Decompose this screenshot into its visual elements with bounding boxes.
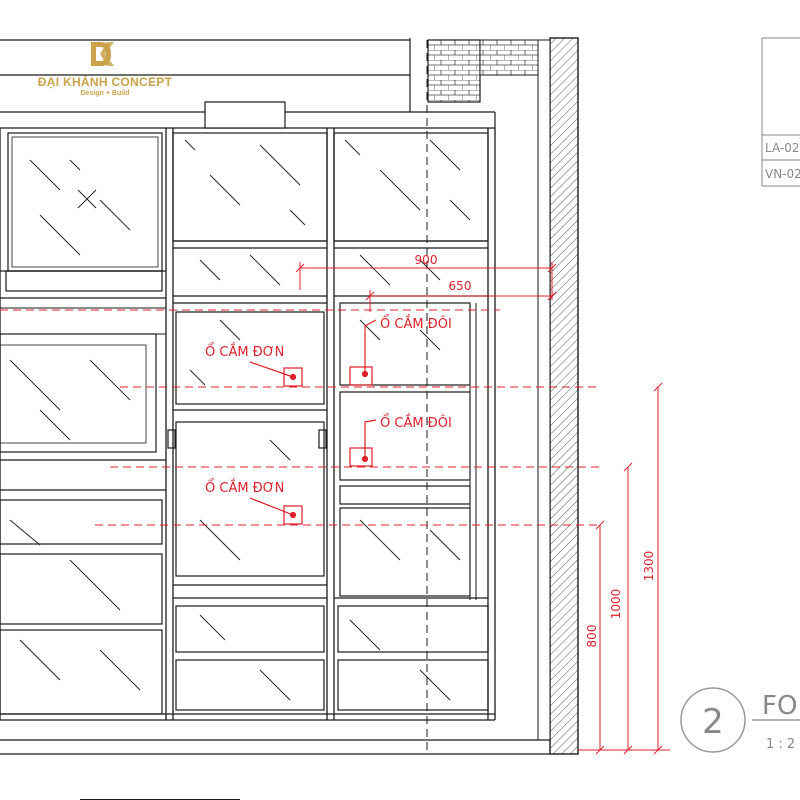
socket-double-label-2: Ổ CẮM ĐÔI bbox=[380, 414, 452, 431]
brand-name: ĐẠI KHÁNH CONCEPT bbox=[37, 75, 173, 89]
right-structure bbox=[427, 37, 579, 755]
dim-1300-label: 1300 bbox=[642, 551, 656, 582]
left-column bbox=[0, 132, 167, 715]
socket-single-label-2: Ổ CẮM ĐƠN bbox=[205, 479, 284, 496]
brand-logo: ĐẠI KHÁNH CONCEPT Design + Build bbox=[20, 40, 190, 97]
sheet-border bbox=[761, 37, 800, 187]
middle-column bbox=[167, 132, 328, 711]
sockets bbox=[249, 319, 377, 525]
dim-heights bbox=[578, 382, 670, 755]
view-title bbox=[680, 687, 800, 753]
view-title-text: FO bbox=[762, 691, 797, 721]
dim-650-label: 650 bbox=[449, 279, 472, 293]
plumb-guides bbox=[0, 40, 600, 754]
ceiling-light-box bbox=[204, 101, 286, 129]
socket-single-label-1: Ổ CẮM ĐƠN bbox=[205, 343, 284, 360]
title-block-row1: LA-02 bbox=[765, 141, 800, 155]
dim-900-label: 900 bbox=[415, 253, 438, 267]
view-scale: 1 : 2 bbox=[766, 737, 795, 752]
title-block-row2: VN-02 bbox=[765, 167, 800, 181]
dim-800-label: 800 bbox=[585, 625, 599, 648]
floor bbox=[0, 739, 550, 800]
dk-monogram-icon bbox=[91, 42, 114, 66]
brand-tagline: Design + Build bbox=[80, 90, 130, 97]
socket-double-label-1: Ổ CẮM ĐÔI bbox=[380, 315, 452, 332]
right-column bbox=[333, 132, 489, 711]
dim-1000-label: 1000 bbox=[609, 589, 623, 620]
view-number: 2 bbox=[702, 702, 724, 742]
dim-widths bbox=[295, 262, 557, 312]
glass-hatching bbox=[9, 139, 471, 701]
